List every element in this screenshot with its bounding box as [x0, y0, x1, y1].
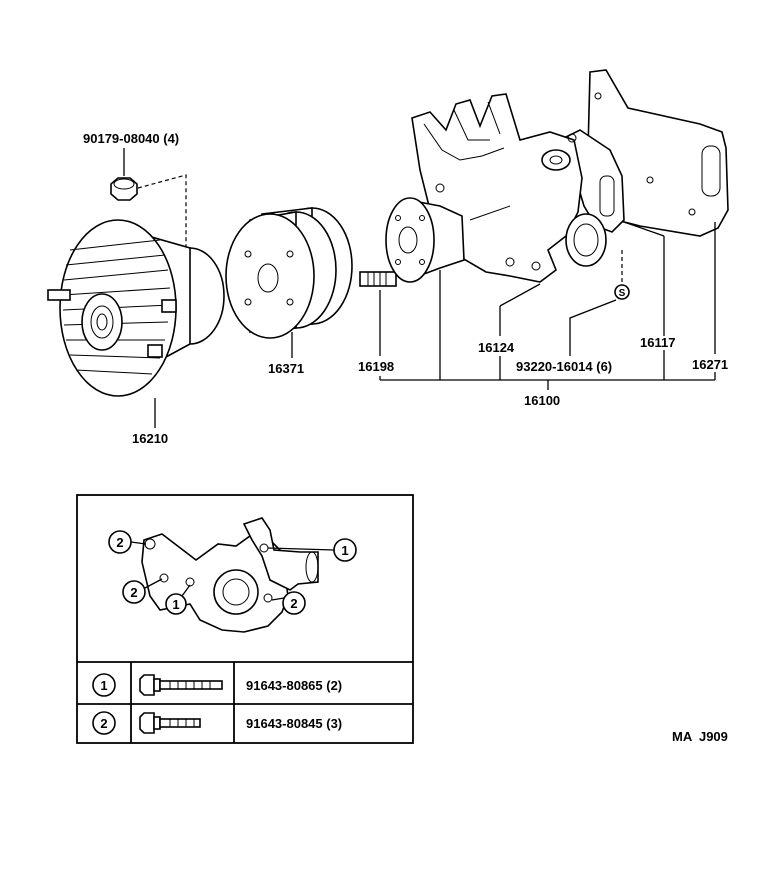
long-bolt-icon: [139, 674, 223, 696]
label-pulley: 16371: [268, 361, 304, 376]
table-row: 1 91643-80865 (2): [92, 673, 342, 697]
row-mark: 2: [100, 716, 107, 731]
label-nut: 90179-08040 (4): [83, 131, 179, 146]
stud[interactable]: [359, 271, 397, 287]
row-mark-circle: [92, 711, 116, 735]
gasket-sub-leader: [623, 221, 665, 237]
gasket-sub[interactable]: [563, 129, 625, 233]
row-part-number: 91643-80845 (3): [246, 716, 342, 731]
table-row: 2 91643-80845 (3): [92, 711, 342, 735]
fan-clutch[interactable]: [47, 219, 225, 397]
label-pump-body: 16124: [478, 340, 515, 355]
short-bolt-icon: [139, 712, 201, 734]
bolt-assy-leader: [569, 299, 617, 356]
inset-panel: [76, 494, 414, 744]
inset-callout-d: 1: [165, 593, 187, 615]
nut-dashed-guide: [137, 174, 187, 262]
callout-c-leader: [144, 578, 163, 589]
pump-flange[interactable]: [385, 197, 465, 283]
pump-body-leader: [499, 283, 541, 307]
callout-b-leader: [267, 547, 335, 551]
s-mark[interactable]: S: [614, 284, 630, 300]
inset-callout-e: 2: [282, 591, 306, 615]
inset-callout-b: 1: [333, 538, 357, 562]
label-bolt-assy: 93220-16014 (6): [516, 359, 612, 374]
row-mark: 1: [100, 678, 107, 693]
svg-text:2: 2: [130, 585, 137, 600]
nut[interactable]: [110, 177, 138, 201]
inset-pump-illustration: [141, 517, 319, 633]
s-mark-letter: S: [619, 288, 626, 299]
assembly-bracket: [379, 350, 716, 390]
svg-text:2: 2: [116, 535, 123, 550]
svg-text:1: 1: [172, 597, 179, 612]
callout-e-leader: [271, 597, 285, 601]
row-mark-circle: [92, 673, 116, 697]
svg-text:1: 1: [341, 543, 348, 558]
label-gasket-main: 16271: [692, 357, 728, 372]
callout-a-leader: [130, 541, 147, 545]
callout-d-leader: [181, 584, 191, 597]
inset-callout-c: 2: [122, 580, 146, 604]
label-fan-clutch: 16210: [132, 431, 168, 446]
label-stud: 16198: [358, 359, 394, 374]
label-gasket-sub: 16117: [640, 335, 675, 350]
inset-callout-a: 2: [108, 530, 132, 554]
row-part-number: 91643-80865 (2): [246, 678, 342, 693]
diagram-code: MA J909: [672, 729, 728, 744]
label-assembly: 16100: [524, 393, 560, 408]
svg-text:2: 2: [290, 596, 297, 611]
pulley[interactable]: [225, 207, 353, 339]
